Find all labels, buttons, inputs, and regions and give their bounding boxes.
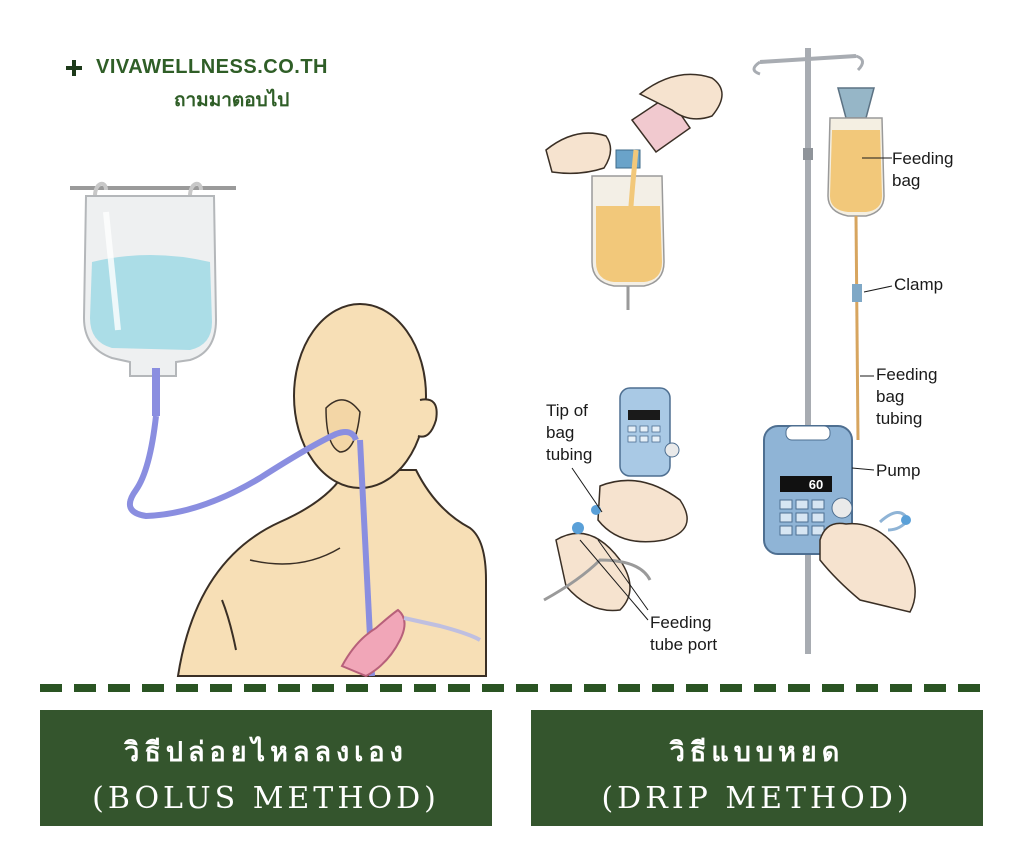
label-pump: Pump xyxy=(876,461,921,480)
bag-outlet xyxy=(152,368,160,416)
hand-connect-top xyxy=(597,479,688,543)
stomach xyxy=(340,608,406,678)
drip-method-panel: วิธีแบบหยด (DRIP METHOD) xyxy=(531,710,983,826)
bolus-tubing xyxy=(126,415,359,520)
brand-site: VIVAWELLNESS.CO.TH xyxy=(96,56,328,78)
clamp-shape xyxy=(852,284,862,302)
plus-icon xyxy=(66,59,82,76)
brand-block: VIVAWELLNESS.CO.TH ถามมาตอบไป xyxy=(66,56,328,115)
bolus-illustration xyxy=(70,181,487,678)
label-feeding-bag: Feeding bag xyxy=(892,149,954,190)
label-tip-of-bag-tubing: Tip of bag tubing xyxy=(546,401,593,464)
label-feeding-bag-tubing: Feeding bag tubing xyxy=(876,365,938,428)
brand-tagline: ถามมาตอบไป xyxy=(174,89,290,111)
patient-torso xyxy=(176,469,487,677)
pump-screen xyxy=(780,476,832,492)
drip-method-english: (DRIP METHOD) xyxy=(601,781,913,816)
hand-left xyxy=(545,132,612,175)
drip-method-thai: วิธีแบบหยด xyxy=(669,737,845,768)
bag-hook-right xyxy=(188,181,203,197)
hand-top xyxy=(638,73,723,120)
label-clamp: Clamp xyxy=(894,275,944,294)
drip-illustration: 60 xyxy=(543,48,916,654)
bolus-method-english: (BOLUS METHOD) xyxy=(92,781,440,816)
dashed-divider xyxy=(40,684,986,692)
bolus-method-thai: วิธีปล่อยไหลลงเอง xyxy=(124,737,408,768)
label-feeding-tube-port: Feeding tube port xyxy=(650,613,718,654)
pump-display-value: 60 xyxy=(809,477,823,492)
hand-on-pump xyxy=(819,522,916,613)
patient-ear xyxy=(417,398,438,438)
bag-hook-left xyxy=(93,181,108,197)
bolus-fluid xyxy=(90,255,212,350)
bolus-method-panel: วิธีปล่อยไหลลงเอง (BOLUS METHOD) xyxy=(40,710,492,826)
hand-connect-bottom xyxy=(555,532,631,612)
